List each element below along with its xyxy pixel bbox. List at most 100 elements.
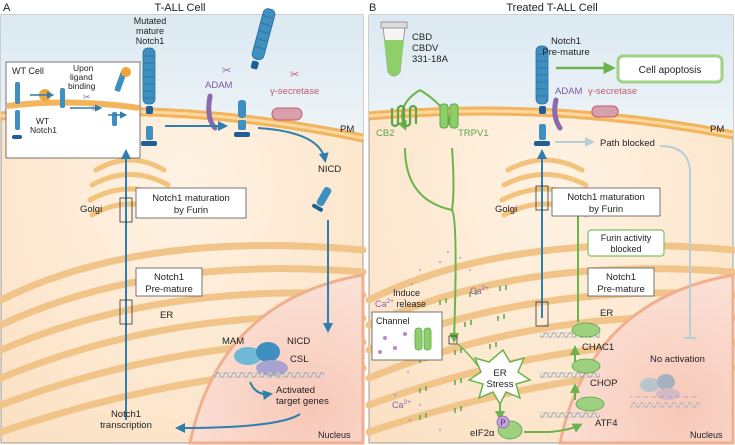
inset-wt-cell-label: WT Cell	[12, 66, 44, 76]
inset-upon-label-1: Upon	[73, 63, 94, 73]
panel-a-nucleus-label: Nucleus	[318, 430, 351, 440]
transcription-label-2: transcription	[100, 420, 152, 431]
premature-box-b	[587, 267, 655, 297]
cb2-receptor-icon	[390, 104, 418, 128]
activated-label-2: target genes	[276, 396, 329, 407]
inset-wt-notch-label-1: WT	[36, 116, 49, 126]
furin-box-b-line1: Notch1 maturation	[567, 192, 645, 203]
released-ecd-icon	[250, 8, 276, 70]
nicd-label-a: NICD	[318, 164, 341, 175]
dna-a	[214, 368, 324, 380]
er-notch-detail-a	[119, 299, 133, 325]
calcium-cloud	[386, 250, 472, 432]
gamma-secretase-icon-b	[591, 105, 619, 118]
premature-notch-receptor-icon	[534, 45, 550, 146]
premature-box-b-line2: Pre-mature	[597, 284, 645, 295]
trpv1-channel-icon	[439, 103, 459, 129]
arrow-channel-to-stress	[457, 343, 479, 367]
ca-label-lower: Ca2+	[392, 399, 411, 410]
nicd-protein-icon	[256, 342, 280, 362]
wt-cell-inset: WT Cell Upon ligand binding WT Notch1 ✂ …	[5, 61, 141, 159]
mam-protein-icon	[234, 347, 262, 365]
panel-b-title: Treated T-ALL Cell	[506, 2, 597, 14]
furin-box-a	[135, 187, 247, 219]
furin-box-a-line2: by Furin	[174, 205, 208, 216]
pm-label-a: PM	[340, 124, 354, 135]
cb2-label: CB2	[376, 128, 394, 139]
adam-enzyme-icon-b	[552, 97, 563, 131]
arrow-to-target-genes	[249, 381, 273, 400]
gamma-secretase-icon-a	[271, 107, 303, 121]
atf4-label: ATF4	[595, 418, 618, 429]
er-label-a: ER	[160, 310, 173, 321]
induce-label-1: Induce	[393, 288, 420, 298]
channel-source-box	[448, 335, 458, 345]
dna-b-2	[540, 370, 600, 380]
transcription-label-1: Notch1	[111, 409, 141, 420]
arrow-to-transcription	[175, 413, 301, 433]
inset-upon-label-3: binding	[68, 81, 96, 91]
furin-blocked-box	[587, 229, 665, 257]
premature-box-b-line1: Notch1	[606, 272, 636, 283]
golgi-notch-detail-b	[535, 185, 549, 211]
arrow-to-nicd	[257, 127, 329, 163]
mam-label: MAM	[222, 336, 244, 347]
pm-label-b: PM	[710, 124, 724, 135]
apoptosis-box	[616, 54, 724, 84]
drug-label-3: 331-18A	[412, 54, 449, 65]
dna-b-3	[540, 332, 600, 342]
panel-a-letter: A	[3, 2, 11, 14]
golgi-label-a: Golgi	[80, 204, 102, 215]
nicd-label-nucleus: NICD	[287, 336, 310, 347]
er-stress-label-1: ER	[493, 368, 506, 379]
channel-label: Channel	[376, 316, 410, 326]
furin-blocked-line2: blocked	[610, 244, 641, 254]
gamma-secretase-label-b: γ-secretase	[588, 86, 637, 97]
chop-protein-icon	[571, 358, 601, 374]
phospho-label: P	[500, 419, 505, 428]
drug-label-2: CBDV	[412, 43, 439, 54]
panel-a: A T-ALL Cell Nucleus	[0, 2, 367, 445]
channel-inset-icon	[378, 327, 432, 354]
dna-b-1	[540, 408, 600, 418]
phospho-icon	[496, 415, 510, 429]
premature-box-a	[135, 267, 203, 297]
gamma-scissors-icon-a: ✂	[290, 69, 299, 81]
er-notch-detail-b	[535, 301, 549, 327]
panel-b: B Treated T-ALL Cell PM	[365, 2, 735, 445]
mutated-notch-receptor-icon	[141, 47, 157, 146]
grey-line-to-nucleus	[659, 145, 696, 339]
atf4-protein-icon	[575, 396, 605, 412]
furin-box-b-line2: by Furin	[589, 204, 623, 215]
inset-scissors-icon-2: ✂	[92, 104, 100, 114]
furin-blocked-line1: Furin activity	[601, 233, 652, 243]
chac1-label: CHAC1	[582, 342, 614, 353]
apoptosis-label: Cell apoptosis	[639, 65, 702, 76]
er-label-b: ER	[600, 308, 613, 319]
adam-scissors-icon-a: ✂	[222, 65, 231, 77]
csl-label: CSL	[290, 354, 308, 365]
er-stress-label-2: Stress	[487, 379, 514, 390]
premature-top-label-1: Notch1	[551, 36, 581, 47]
mutated-notch-label-2: mature	[136, 26, 164, 36]
adam-label-b: ADAM	[555, 86, 583, 97]
no-activation-label: No activation	[650, 354, 705, 365]
arrow-receptors-to-channel	[404, 147, 460, 343]
drug-tube-icon	[380, 21, 408, 77]
furin-box-b	[551, 187, 661, 217]
adam-label-a: ADAM	[205, 80, 233, 91]
chac1-protein-icon	[571, 322, 601, 338]
premature-box-a-line1: Notch1	[154, 272, 184, 283]
gamma-secretase-label-a: γ-secretase	[270, 86, 319, 97]
nicd-icon-a	[312, 186, 332, 212]
drug-label-1: CBD	[412, 32, 432, 43]
golgi-notch-detail-a	[119, 197, 133, 223]
panel-b-nucleus-label: Nucleus	[690, 430, 723, 440]
golgi-label-b: Golgi	[495, 204, 517, 215]
cleaved-notch-icon	[234, 100, 250, 137]
dna-b-4	[630, 396, 700, 408]
inset-notch-receptor-icon	[12, 82, 22, 139]
inset-scissors-icon: ✂	[83, 92, 91, 102]
panel-a-title: T-ALL Cell	[155, 2, 206, 14]
